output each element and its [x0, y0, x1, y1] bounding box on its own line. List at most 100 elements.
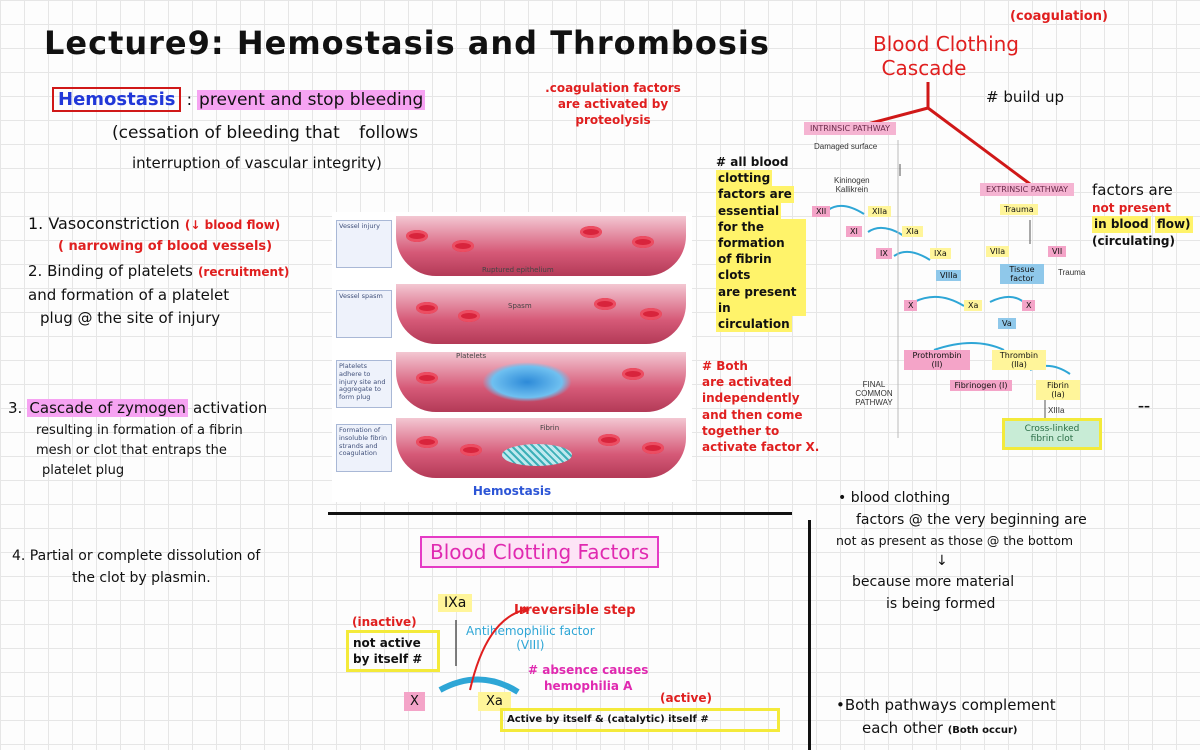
inactive-label: (inactive)	[352, 615, 417, 629]
step-1-label: 1. Vasoconstriction	[28, 214, 180, 233]
step-3-line: mesh or clot that entraps the	[36, 442, 227, 458]
trauma-label: Trauma	[1000, 204, 1038, 215]
note-line: # all blood	[716, 155, 789, 169]
steps-list: 1. Vasoconstriction (↓ blood flow) ( nar…	[28, 212, 338, 330]
step-3-number: 3.	[8, 399, 23, 417]
definition-line-3: interruption of vascular integrity)	[132, 154, 382, 172]
red-blood-cell	[416, 436, 438, 448]
final-common-pathway: FINAL COMMON PATHWAY	[855, 380, 893, 407]
definition-colon: :	[186, 90, 192, 109]
factor-viiia: VIIIa	[936, 270, 962, 281]
factor-xiiia: XIIIa	[1048, 406, 1065, 415]
fibrinogen: Fibrinogen (I)	[950, 380, 1012, 391]
bullet-2: •Both pathways complement each other (Bo…	[836, 694, 1186, 739]
absence-note: # absence causes hemophilia A	[528, 662, 648, 694]
step-4-line: the clot by plasmin.	[72, 569, 211, 586]
note-line: for the formation	[716, 218, 806, 252]
factor-xi: XI	[846, 226, 862, 237]
factor-ixa-box: IXa	[438, 594, 473, 612]
note-line: flow)	[1154, 216, 1193, 233]
factors-arrows	[438, 606, 530, 695]
red-blood-cell	[458, 310, 480, 322]
step-2-note: (recruitment)	[197, 264, 290, 279]
red-blood-cell	[642, 442, 664, 454]
step-3-label: activation	[192, 399, 268, 417]
note-line: in blood	[1092, 216, 1151, 233]
step-1-subnote: ( narrowing of blood vessels)	[58, 238, 273, 254]
hemostasis-definition: Hemostasis : prevent and stop bleeding	[52, 86, 426, 114]
kallikrein: Kallikrein	[835, 185, 869, 194]
factor-xa: Xa	[964, 300, 983, 311]
red-blood-cell	[598, 434, 620, 446]
red-blood-cell	[622, 368, 644, 380]
definition-line-2b: follows	[359, 123, 419, 143]
note-line: (circulating)	[1092, 233, 1175, 248]
step-2: 2. Binding of platelets (recruitment)	[28, 259, 338, 284]
tissue-factor: Tissue factor	[1000, 264, 1044, 284]
factor-ixa: IXa	[930, 248, 951, 259]
intrinsic-pathway-label: INTRINSIC PATHWAY	[804, 122, 896, 135]
bullet-line: •Both pathways complement	[836, 696, 1056, 714]
factor-xiia: XIIa	[868, 206, 892, 217]
step-1: 1. Vasoconstriction (↓ blood flow)	[28, 212, 338, 237]
red-blood-cell	[594, 298, 616, 310]
bullet-line: not as present as those @ the bottom	[836, 533, 1074, 549]
prothrombin: Prothrombin (II)	[904, 350, 970, 370]
cascade-right-note: factors are not present in blood flow) (…	[1092, 180, 1196, 249]
step-3-line: platelet plug	[42, 463, 125, 479]
vessel-label: Vessel spasm	[336, 290, 392, 338]
note-line: clotting	[716, 170, 773, 187]
spasm-label: Spasm	[508, 302, 532, 310]
bullet-1: • blood clothing factors @ the very begi…	[836, 488, 1186, 616]
down-arrow-icon: ↓	[936, 552, 948, 569]
extrinsic-pathway-label: EXTRINSIC PATHWAY	[980, 183, 1075, 196]
note-line: not active	[353, 636, 421, 650]
dash-mark: ––	[1138, 399, 1150, 413]
red-blood-cell	[580, 226, 602, 238]
bullet-line: is being formed	[886, 596, 996, 613]
fibrin: Fibrin (Ia)	[1036, 380, 1080, 400]
bullet-line: factors @ the very beginning are	[856, 511, 1087, 528]
hemostasis-illustration: Vessel injury Ruptured epithelium Vessel…	[332, 212, 692, 502]
note-line: are activated	[702, 375, 792, 390]
note-line: hemophilia A	[543, 679, 633, 694]
fibrin-label: Fibrin	[540, 424, 560, 432]
coagulation-note: .coagulation factors are activated by pr…	[528, 80, 698, 129]
cascade-title-line: Blood Clothing	[872, 32, 1019, 56]
note-line: circulation	[716, 315, 792, 333]
step-2-label: 2. Binding of platelets	[28, 261, 193, 280]
cascade-left-note: # all blood clotting factors are essenti…	[716, 154, 806, 333]
bullet-line: • blood clothing	[838, 490, 951, 506]
both-occur-note: (Both occur)	[947, 724, 1018, 736]
step-4: 4. Partial or complete dissolution of th…	[12, 546, 332, 589]
step-4-line: 4. Partial or complete dissolution of	[12, 548, 261, 564]
note-line: and then come	[702, 407, 803, 422]
active-label: (active)	[660, 691, 712, 705]
note-line: factors are	[1092, 181, 1173, 199]
bullet-line: each other	[862, 718, 943, 737]
note-line: of fibrin clots	[716, 251, 806, 284]
red-blood-cell	[460, 444, 482, 456]
fibrin-mesh	[502, 444, 572, 466]
coag-note-line: .coagulation factors	[545, 81, 681, 95]
step-3-line: resulting in formation of a fibrin	[36, 422, 243, 438]
factor-ix: IX	[876, 248, 892, 259]
note-line: by itself #	[353, 652, 423, 667]
red-blood-cell	[416, 302, 438, 314]
fibrin-clot: Cross-linked fibrin clot	[1002, 418, 1102, 450]
irreversible-step: Irreversible step	[514, 603, 636, 618]
divider-vertical	[808, 520, 811, 750]
coagulation-label: (coagulation)	[1010, 9, 1108, 24]
factor-vii: VII	[1048, 246, 1067, 257]
platelets-label: Platelets	[456, 352, 487, 360]
not-active-box: not active by itself #	[346, 630, 440, 673]
note-line: activate factor X.	[702, 439, 820, 454]
coag-note-line: are activated by	[557, 97, 669, 112]
factor-x-box: X	[404, 692, 425, 711]
red-blood-cell	[416, 372, 438, 384]
panel-caption: Hemostasis	[472, 484, 552, 498]
step-2-line: plug @ the site of injury	[40, 308, 221, 327]
cascade-title-line: Cascade	[881, 56, 967, 80]
step-3-highlight: Cascade of zymogen	[27, 399, 188, 417]
note-line: together to	[702, 423, 780, 438]
